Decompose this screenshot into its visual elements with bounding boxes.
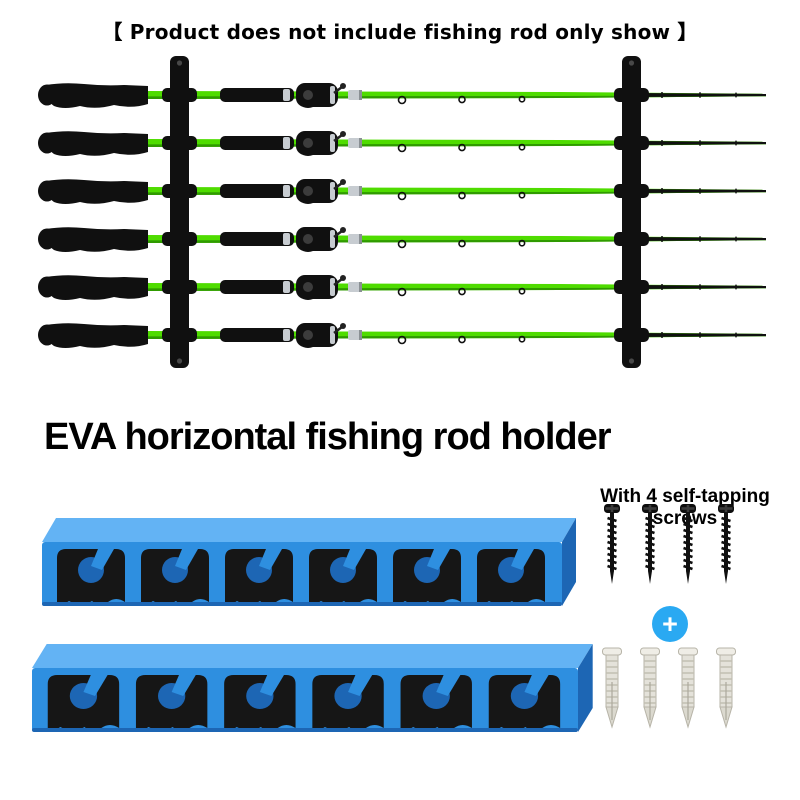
- wall-anchor: [639, 647, 661, 728]
- self-tapping-screw: [640, 502, 660, 586]
- wall-rack-right: [614, 56, 649, 368]
- fishing-rod: [36, 225, 768, 254]
- wall-anchor: [677, 647, 699, 728]
- fishing-rod: [36, 129, 768, 158]
- plus-sign: +: [662, 608, 678, 639]
- holders-and-hardware-illustration: [0, 502, 737, 800]
- fishing-rod: [36, 321, 768, 350]
- wall-anchor: [715, 647, 737, 728]
- eva-holder-2: [32, 644, 593, 732]
- caption-text: 【 Product does not include fishing rod o…: [102, 20, 698, 44]
- product-title: EVA horizontal fishing rod holder: [44, 416, 612, 458]
- eva-holder-1: [42, 518, 576, 606]
- self-tapping-screw: [678, 502, 698, 586]
- self-tapping-screw: [602, 502, 622, 586]
- plus-icon: +: [652, 606, 688, 642]
- mounted-rods-illustration: [36, 56, 768, 368]
- fishing-rod: [36, 177, 768, 206]
- wall-rack-left: [162, 56, 197, 368]
- self-tapping-screw: [716, 502, 736, 586]
- fishing-rod: [36, 273, 768, 302]
- fishing-rod: [36, 81, 768, 110]
- wall-anchor: [601, 647, 623, 728]
